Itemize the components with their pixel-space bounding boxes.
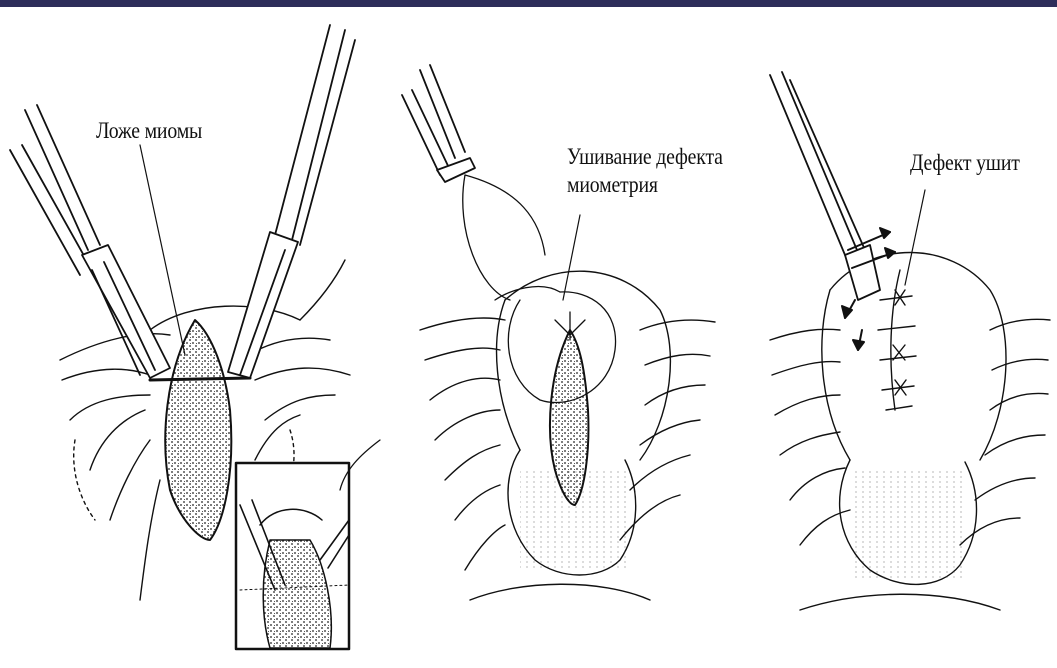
myoma-bed	[165, 320, 231, 540]
label-myoma-bed: Ложе миомы	[96, 118, 202, 144]
suture-needle-icon	[463, 175, 616, 403]
laparoscopic-instrument-icon	[228, 25, 355, 378]
label-suturing-defect-line1: Ушивание дефекта	[567, 144, 723, 170]
laparoscopic-instrument-icon	[10, 105, 170, 378]
label-leader-3	[905, 190, 925, 285]
label-leader-2	[563, 215, 580, 300]
laparoscopic-instrument-icon	[770, 72, 880, 300]
label-defect-sutured: Дефект ушит	[910, 150, 1020, 176]
sutured-defect	[878, 270, 916, 410]
label-suturing-defect-line2: миометрия	[567, 172, 658, 198]
laparoscopic-instrument-icon	[402, 65, 475, 182]
inset-detail-icon	[236, 440, 380, 649]
